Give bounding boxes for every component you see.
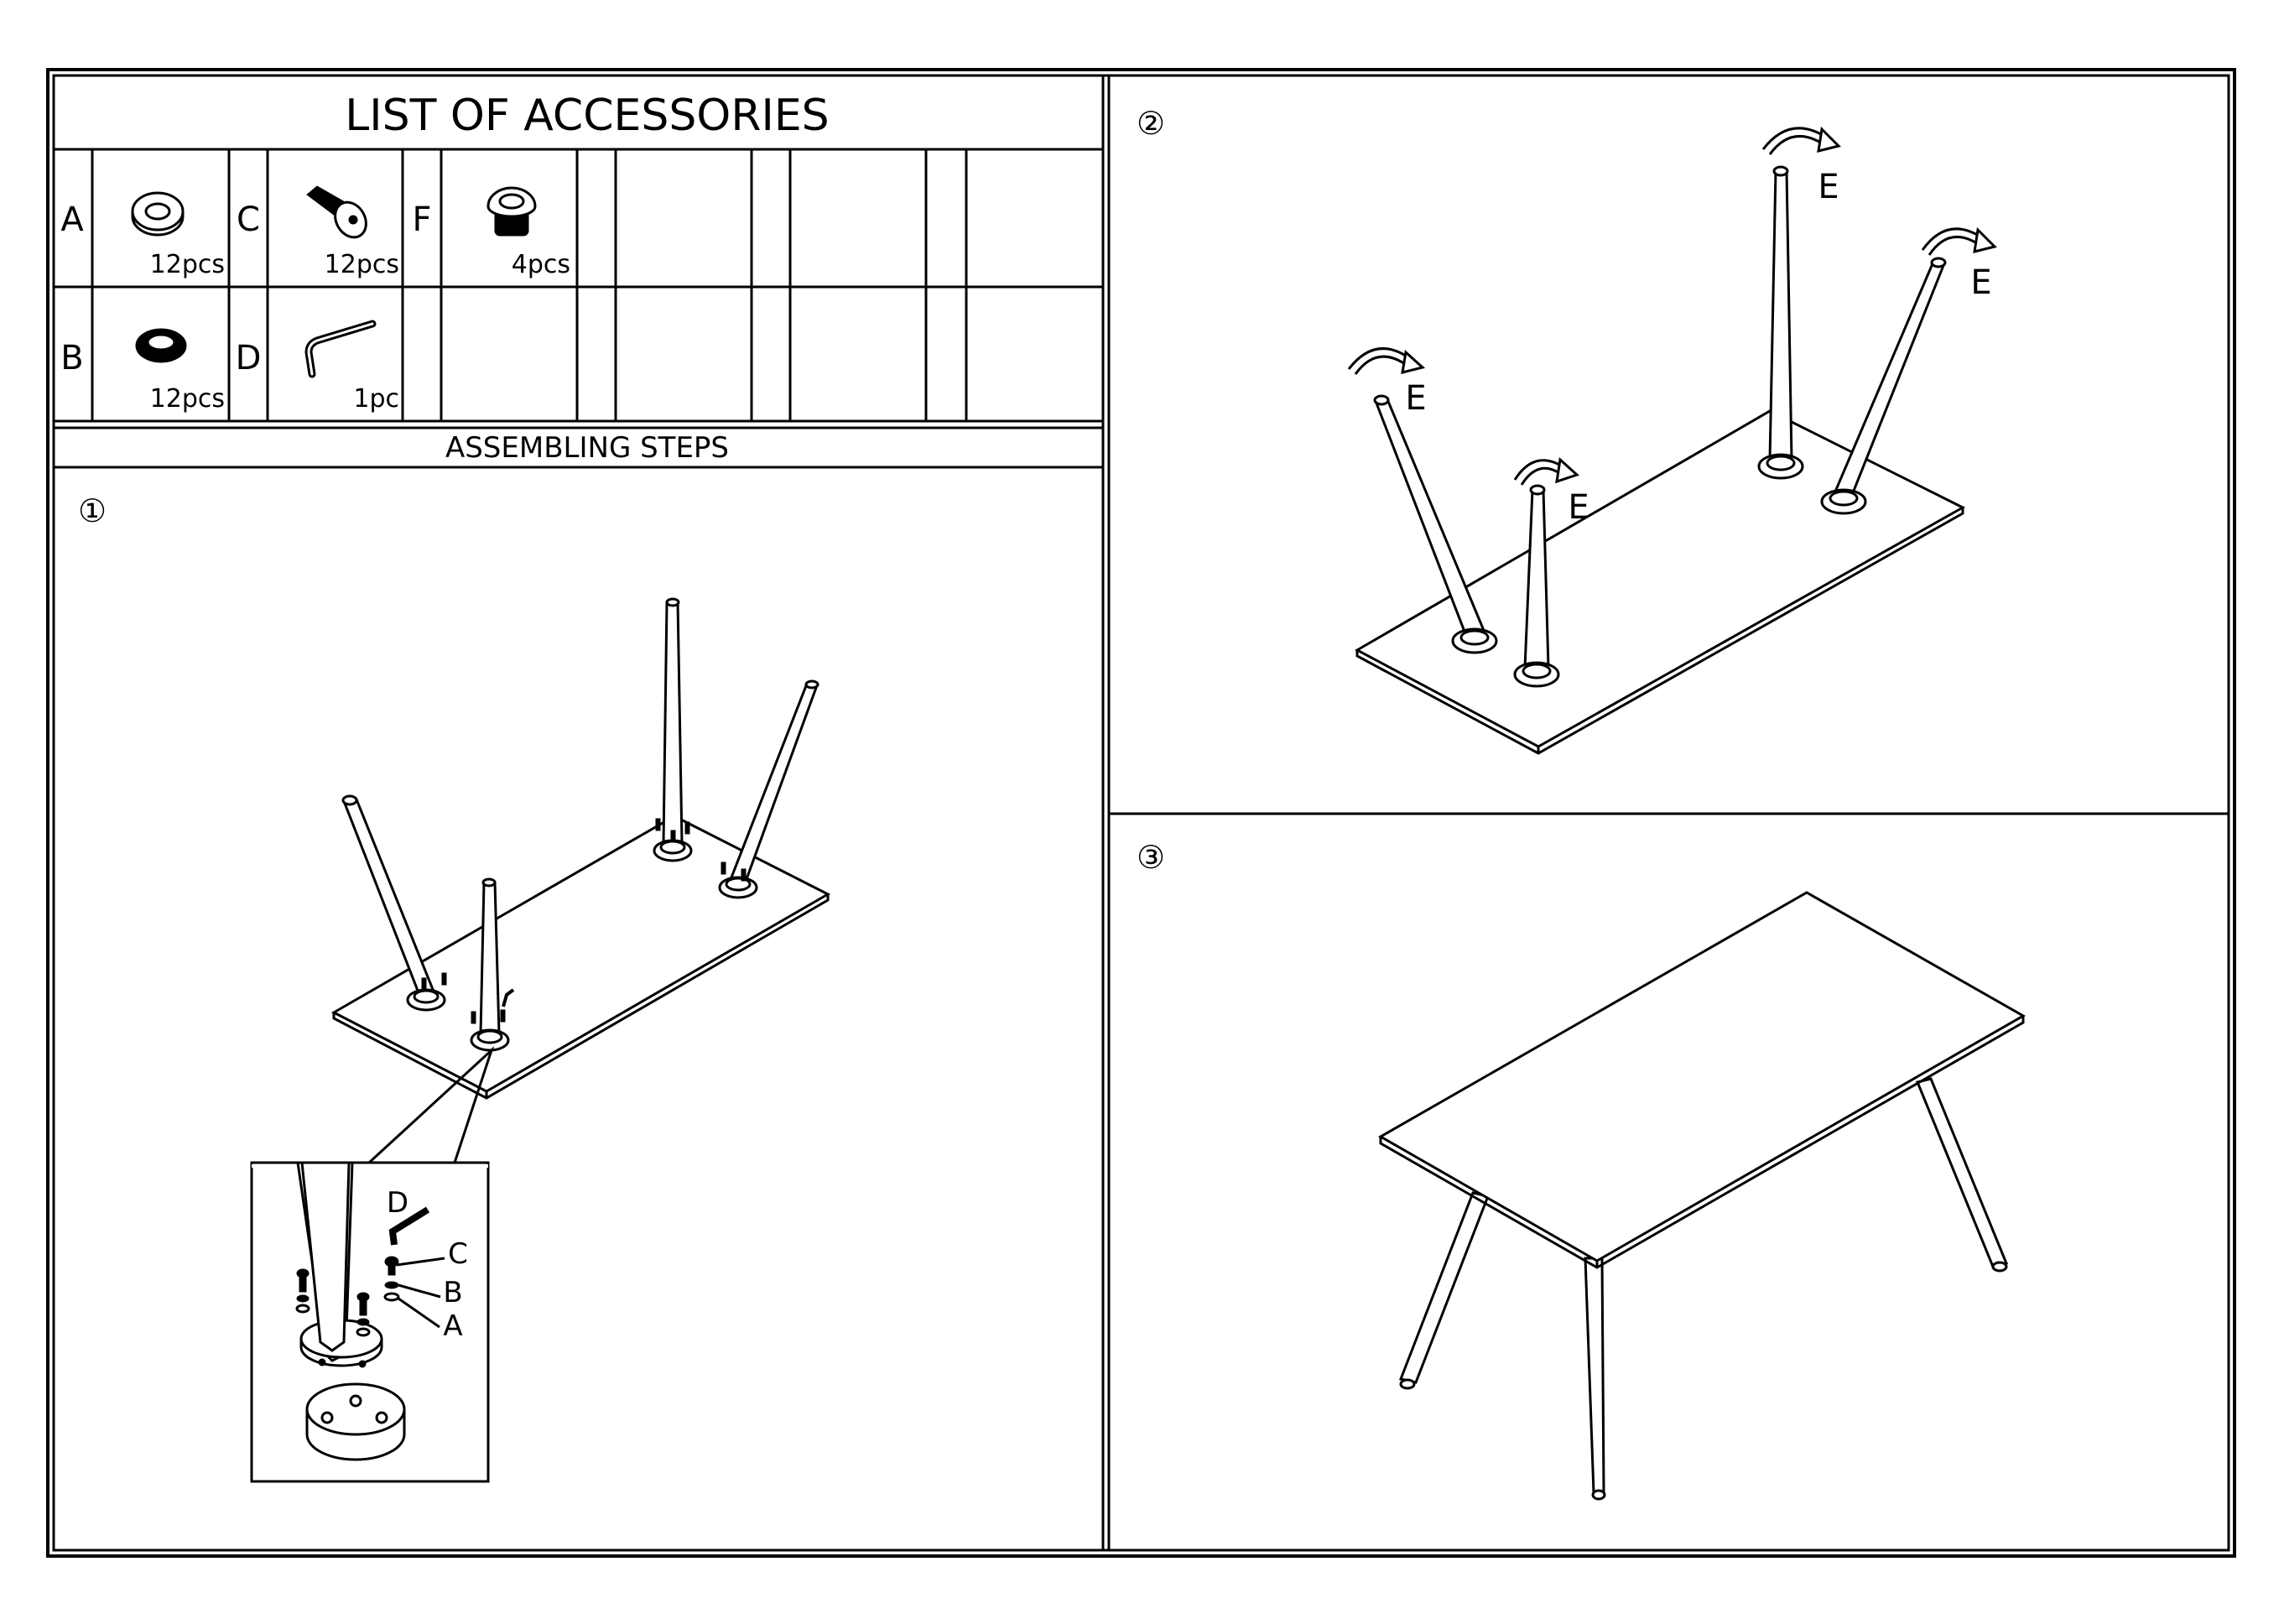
leg-label-e-front: E xyxy=(1568,488,1589,527)
assembling-steps-heading: ASSEMBLING STEPS xyxy=(445,431,729,465)
accessory-qty-b: 12pcs xyxy=(150,384,225,414)
accessory-qty-c: 12pcs xyxy=(325,250,399,279)
outer-frame xyxy=(46,68,2236,1558)
detail-label-a: A xyxy=(443,1309,462,1343)
accessory-letter-a: A xyxy=(60,200,84,239)
step-1-number: ① xyxy=(78,492,107,529)
allen-key-icon xyxy=(304,320,377,378)
step-1-screws xyxy=(421,818,747,1024)
step-3-panel: ③ xyxy=(1137,839,2026,1501)
step-3-table xyxy=(1377,891,2026,1501)
step-1-detail-callout: D C B A xyxy=(250,1046,495,1483)
leg-label-e-right: E xyxy=(1970,263,1991,302)
leg-label-e-back: E xyxy=(1818,168,1839,206)
step-1-panel: ① xyxy=(78,492,831,1483)
step-2-panel: ② xyxy=(1137,105,1997,755)
leg-label-e-left: E xyxy=(1405,379,1426,418)
accessory-qty-a: 12pcs xyxy=(150,250,225,279)
accessory-letter-f: F xyxy=(412,200,431,239)
step-2-legs xyxy=(1373,165,1947,688)
detail-label-d: D xyxy=(387,1186,408,1220)
step-2-tabletop xyxy=(1354,409,1966,755)
accessory-letter-c: C xyxy=(237,200,260,239)
step-1-tabletop xyxy=(330,815,831,1100)
flat-washer-icon xyxy=(131,191,185,237)
detail-label-c: C xyxy=(448,1237,468,1271)
step-1-legs xyxy=(341,597,819,1052)
spring-washer-icon xyxy=(135,328,187,363)
accessory-letter-b: B xyxy=(60,339,83,377)
accessory-qty-d: 1pc xyxy=(353,384,399,414)
accessory-letter-d: D xyxy=(236,339,262,377)
accessories-table: LIST OF ACCESSORIES A 12pcs C xyxy=(54,91,1103,469)
rotate-arrow-icon xyxy=(1347,126,1997,486)
accessory-qty-f: 4pcs xyxy=(512,250,570,279)
step-2-number: ② xyxy=(1137,105,1165,142)
hex-bolt-icon xyxy=(306,185,367,239)
step-3-number: ③ xyxy=(1137,839,1165,876)
detail-label-b: B xyxy=(443,1276,462,1309)
accessories-title: LIST OF ACCESSORIES xyxy=(345,91,829,141)
foot-glide-icon xyxy=(486,186,537,237)
table-grid xyxy=(91,149,968,421)
